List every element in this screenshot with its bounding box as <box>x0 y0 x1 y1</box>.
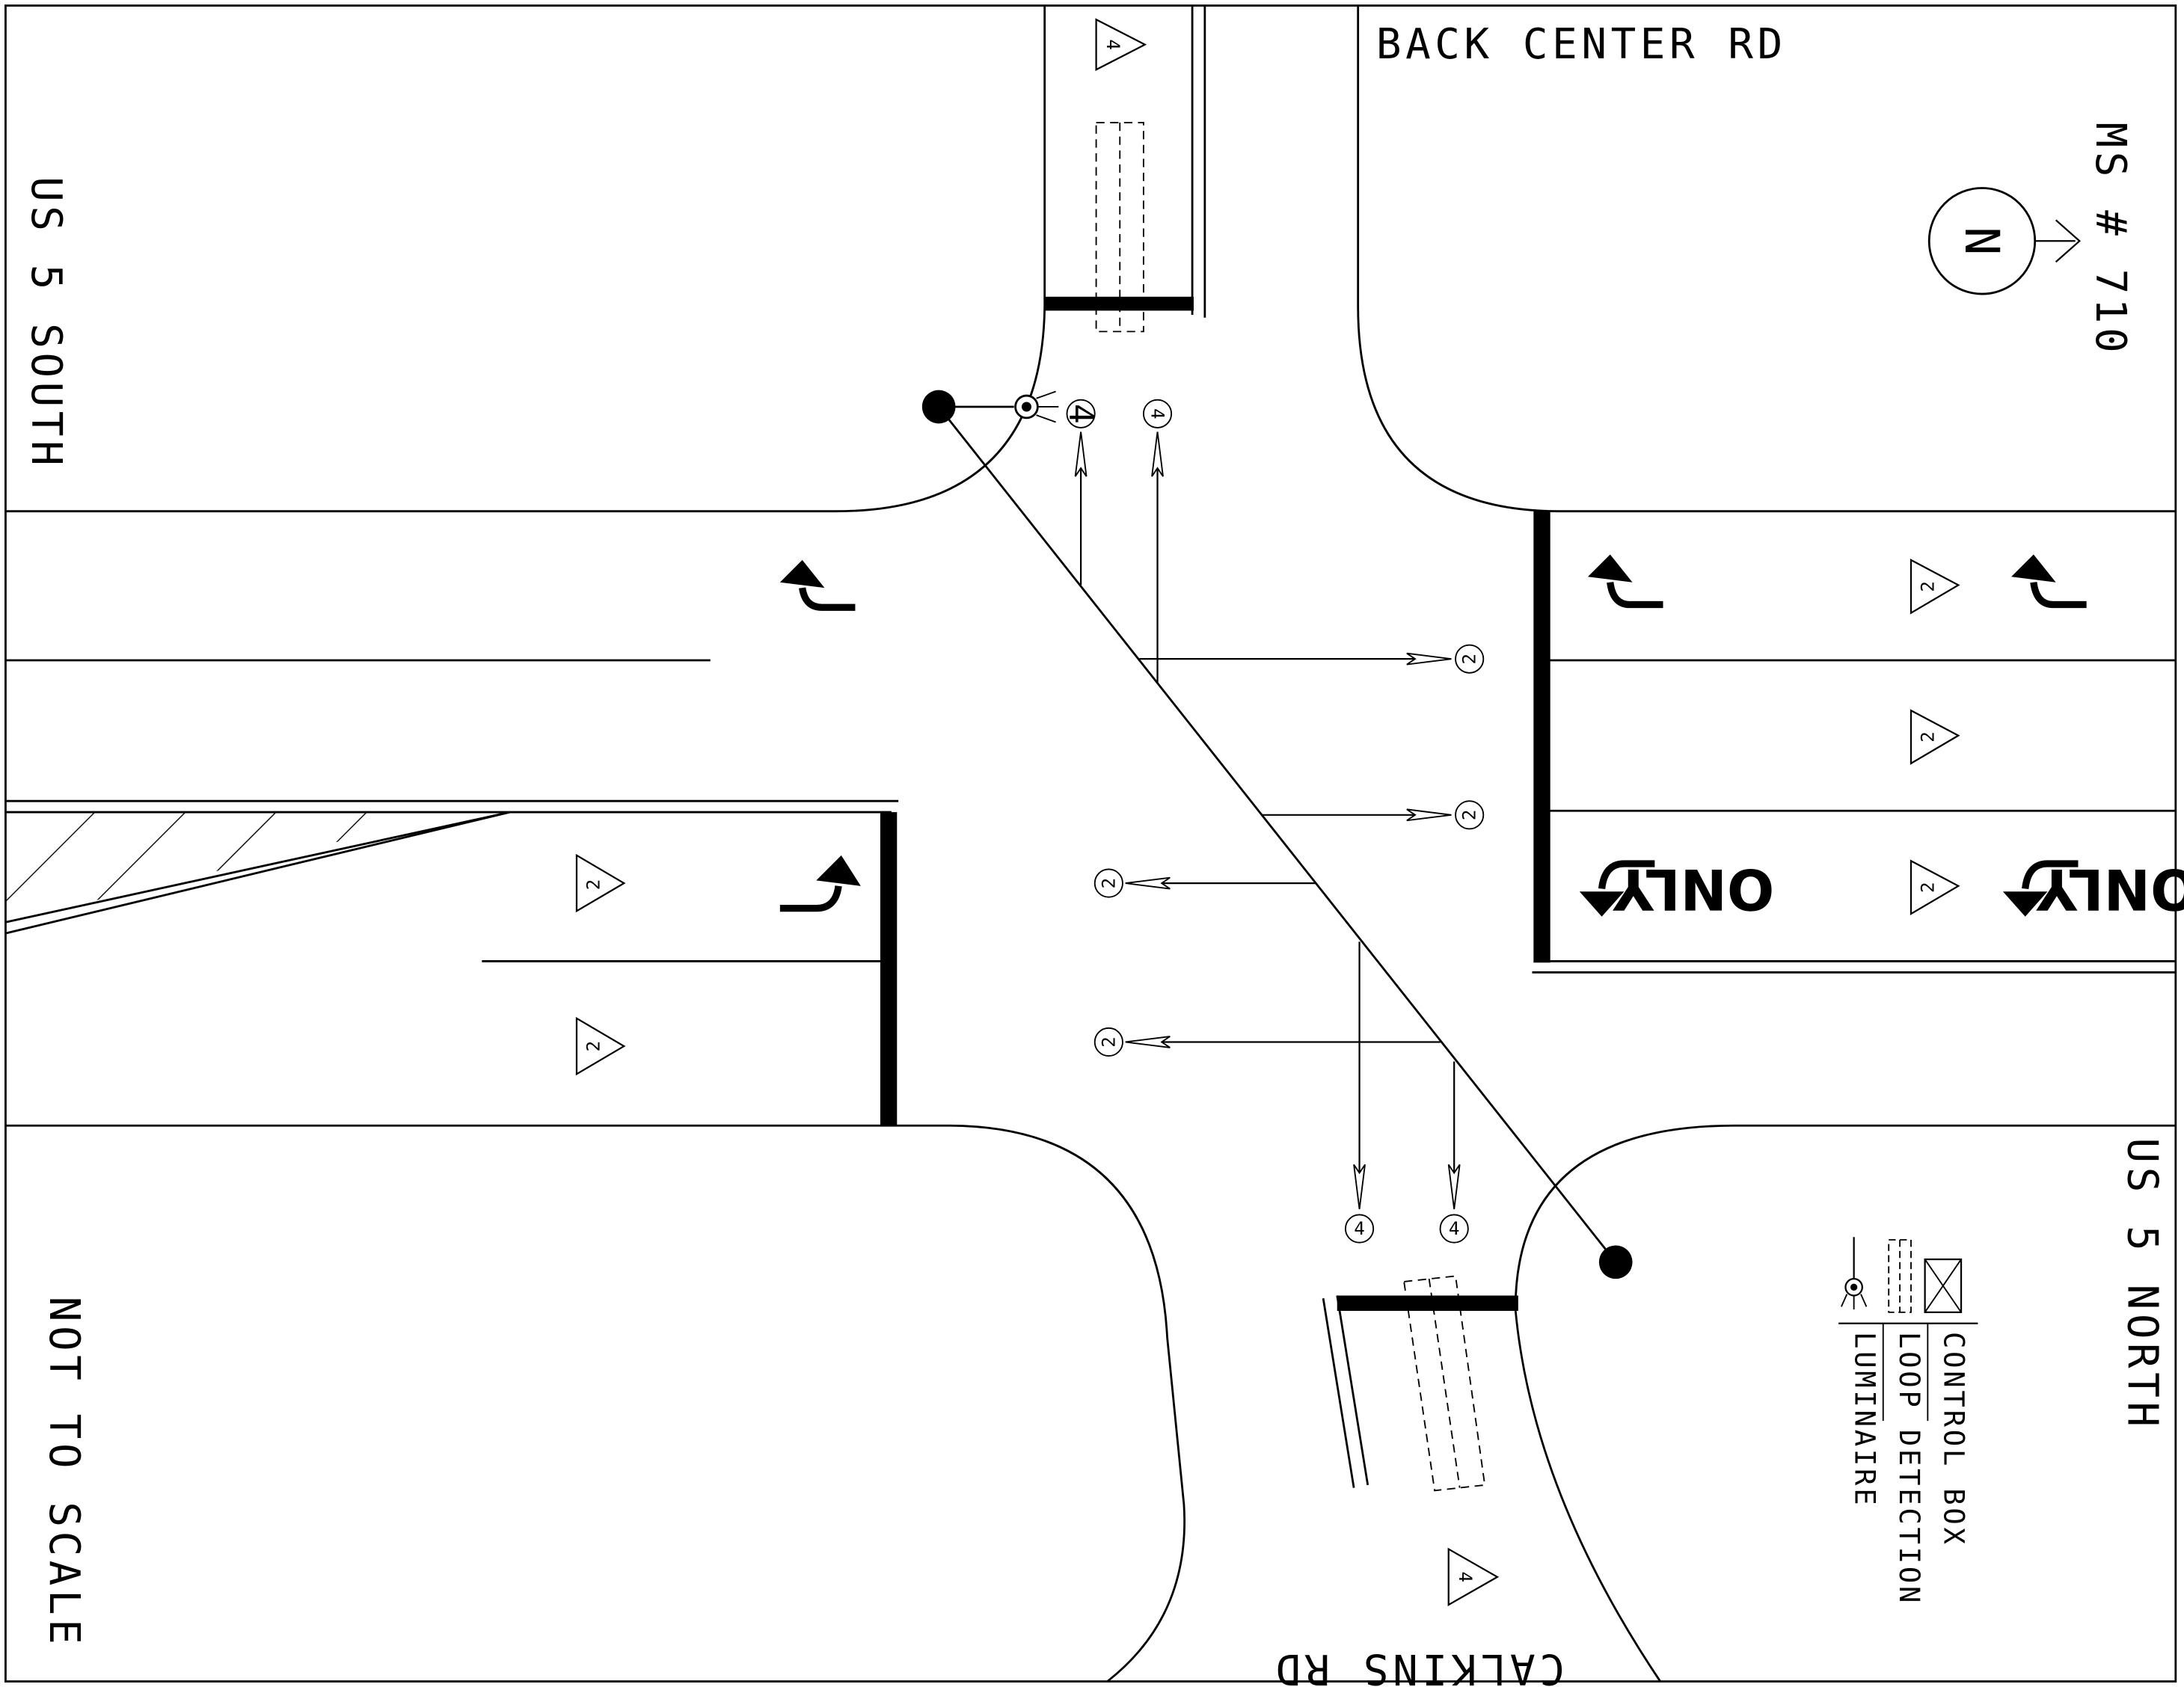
label-not-to-scale: NOT TO SCALE <box>40 1297 88 1649</box>
legend-control-box: CONTROL BOX <box>1938 1332 1971 1547</box>
stop-bar-west <box>880 812 898 1126</box>
signal-head-phase-label: 2 <box>1098 878 1119 889</box>
only-marking-1: ONLY <box>1613 856 1775 921</box>
signal-leads <box>1079 446 1456 1196</box>
phase-triangle-west-1: 2 <box>575 853 626 913</box>
signal-head-sb-1: 4 <box>1344 1164 1375 1244</box>
label-us5-north: US 5 NORTH <box>2118 1137 2167 1431</box>
signal-head-phase-label: 4 <box>1354 1218 1365 1239</box>
hatched-island <box>5 811 510 935</box>
lane-arrow-west-turn <box>779 855 861 912</box>
signal-head-phase-label: 2 <box>1459 810 1480 821</box>
phase-triangle-label: 2 <box>1917 581 1938 592</box>
phase-triangle-north: 4 <box>1095 18 1147 71</box>
lane-arrow-east-only-2 <box>2002 860 2079 917</box>
signal-head-phase-label: 4 <box>1449 1218 1460 1239</box>
phase-triangle-east-1: 2 <box>1910 559 1960 615</box>
only-marking-2: ONLY <box>2036 856 2184 921</box>
signal-head-phase-label: 2 <box>1098 1036 1119 1048</box>
label-back-center-rd: BACK CENTER RD <box>1376 20 1787 69</box>
luminaire-symbol <box>1014 390 1059 423</box>
north-arrow: N <box>1927 187 2082 295</box>
phase-triangle-label: 4 <box>1455 1572 1476 1583</box>
phase-triangle-label: 2 <box>583 1041 604 1052</box>
span-wire-system <box>921 390 1633 1279</box>
legend-luminaire-symbol <box>1841 1237 1868 1310</box>
phase-triangle-label: 4 <box>1102 39 1123 50</box>
signal-head-eb-2: 2 <box>1406 800 1485 830</box>
signal-head-sb-2: 4 <box>1439 1164 1469 1244</box>
loop-detectors <box>1095 122 1486 1492</box>
phase-triangle-south: 4 <box>1447 1547 1500 1607</box>
lane-arrow-west-left <box>779 559 856 611</box>
signal-head-phase-label: 4 <box>1061 404 1100 424</box>
pole-southeast <box>1598 1245 1633 1279</box>
signal-head-nb-1: 4 <box>1061 399 1100 477</box>
stop-bars <box>880 296 1550 1312</box>
north-arrow-label: N <box>1954 227 2010 255</box>
signal-head-eb-1: 2 <box>1406 644 1485 674</box>
signal-head-phase-label: 4 <box>1147 408 1168 420</box>
loop-detector-south <box>1403 1275 1486 1492</box>
phase-triangles: 4 2 2 2 2 2 4 <box>575 18 1960 1607</box>
legend-luminaire: LUMINAIRE <box>1849 1332 1882 1508</box>
label-us5-south: US 5 SOUTH <box>22 176 70 470</box>
signal-heads: 4 4 2 2 2 2 <box>1061 399 1485 1244</box>
legend-loop-detection: LOOP DETECTION <box>1893 1332 1926 1605</box>
phase-triangle-label: 2 <box>1917 731 1938 743</box>
stop-bar-east <box>1533 511 1550 963</box>
signal-head-phase-label: 2 <box>1459 654 1480 665</box>
phase-triangle-label: 2 <box>1917 882 1938 893</box>
lane-arrow-east-1 <box>1587 554 1663 609</box>
lane-lines <box>5 5 2176 1488</box>
label-calkins-rd: CALKINS RD <box>1272 1644 1565 1687</box>
only-markings: ONLY ONLY <box>1613 856 2184 921</box>
phase-triangle-east-2: 2 <box>1910 709 1960 765</box>
phase-triangle-west-2: 2 <box>575 1016 626 1076</box>
legend: CONTROL BOX LOOP DETECTION LUMINAIRE <box>1838 1237 1978 1605</box>
signal-head-nb-2: 4 <box>1142 399 1173 477</box>
phase-triangle-label: 2 <box>583 879 604 891</box>
pavement-arrows <box>779 554 2087 917</box>
signal-head-wb-1: 2 <box>1093 868 1171 898</box>
phase-triangle-east-3: 2 <box>1910 859 1960 916</box>
label-ms-number: MS # 710 <box>2086 123 2135 357</box>
signal-head-wb-2: 2 <box>1093 1027 1171 1057</box>
lane-arrow-east-only-1 <box>1579 860 1655 917</box>
loop-detector-north <box>1095 122 1144 333</box>
stop-bar-south <box>1337 1295 1518 1312</box>
lane-arrow-east-2 <box>2011 554 2087 609</box>
